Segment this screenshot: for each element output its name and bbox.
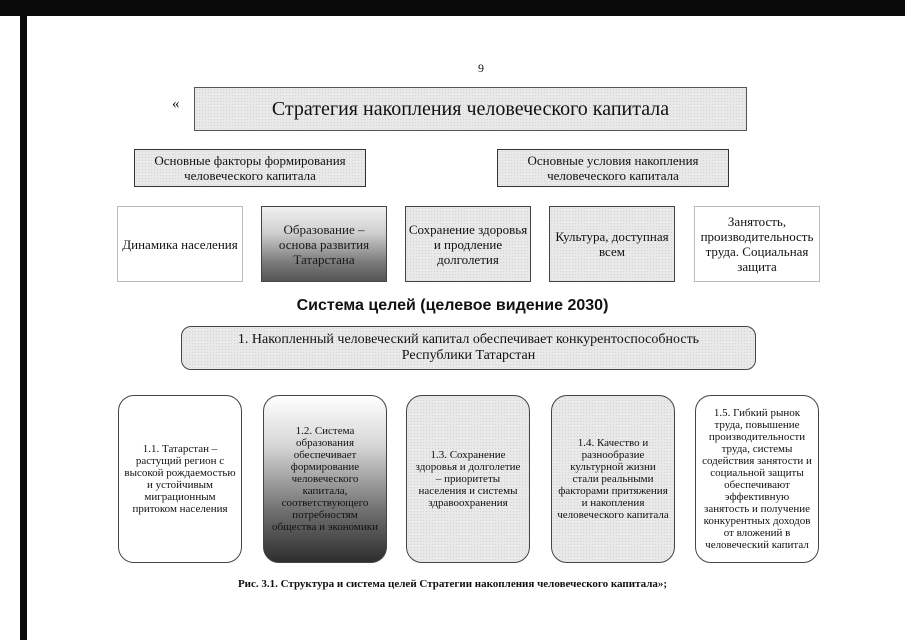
conditions-box: Основные условия накопления человеческог… (497, 149, 729, 187)
strategy-title-box: Стратегия накопления человеческого капит… (194, 87, 747, 131)
category-health: Сохранение здоровья и продление долголет… (405, 206, 531, 282)
subgoal-1-4: 1.4. Качество и разнообразие культурной … (551, 395, 675, 563)
subgoal-1-2: 1.2. Система образования обеспечивает фо… (263, 395, 387, 563)
category-culture: Культура, доступная всем (549, 206, 675, 282)
subgoal-text: 1.3. Сохранение здоровья и долголетие – … (415, 449, 521, 509)
opening-quote: « (172, 96, 180, 112)
subgoal-text: 1.4. Качество и разнообразие культурной … (557, 437, 669, 521)
main-goal-box: 1. Накопленный человеческий капитал обес… (181, 326, 756, 370)
category-population: Динамика населения (117, 206, 243, 282)
category-label: Сохранение здоровья и продление долголет… (408, 221, 528, 267)
scan-border-left (20, 16, 27, 640)
category-education: Образование – основа развития Татарстана (261, 206, 387, 282)
subgoal-text: 1.2. Система образования обеспечивает фо… (272, 425, 378, 533)
scan-border-top (0, 0, 905, 16)
category-label: Занятость, производительность труда. Соц… (700, 214, 814, 274)
subgoal-1-1: 1.1. Татарстан – растущий регион с высок… (118, 395, 242, 563)
category-label: Образование – основа развития Татарстана (278, 221, 370, 267)
strategy-title: Стратегия накопления человеческого капит… (271, 97, 670, 120)
subgoal-1-3: 1.3. Сохранение здоровья и долголетие – … (406, 395, 530, 563)
subgoal-text: 1.5. Гибкий рынок труда, повышение произ… (702, 407, 812, 551)
goals-system-heading: Система целей (целевое видение 2030) (296, 297, 609, 314)
conditions-label: Основные условия накопления человеческог… (527, 153, 699, 183)
category-employment: Занятость, производительность труда. Соц… (694, 206, 820, 282)
main-goal-text: 1. Накопленный человеческий капитал обес… (237, 332, 700, 363)
subgoal-text: 1.1. Татарстан – растущий регион с высок… (124, 443, 236, 515)
subgoal-1-5: 1.5. Гибкий рынок труда, повышение произ… (695, 395, 819, 563)
factors-label: Основные факторы формирования человеческ… (154, 153, 346, 183)
figure-caption: Рис. 3.1. Структура и система целей Стра… (237, 578, 668, 590)
category-label: Динамика населения (122, 236, 238, 252)
category-label: Культура, доступная всем (555, 229, 669, 259)
page-number: 9 (478, 61, 484, 75)
factors-box: Основные факторы формирования человеческ… (134, 149, 366, 187)
